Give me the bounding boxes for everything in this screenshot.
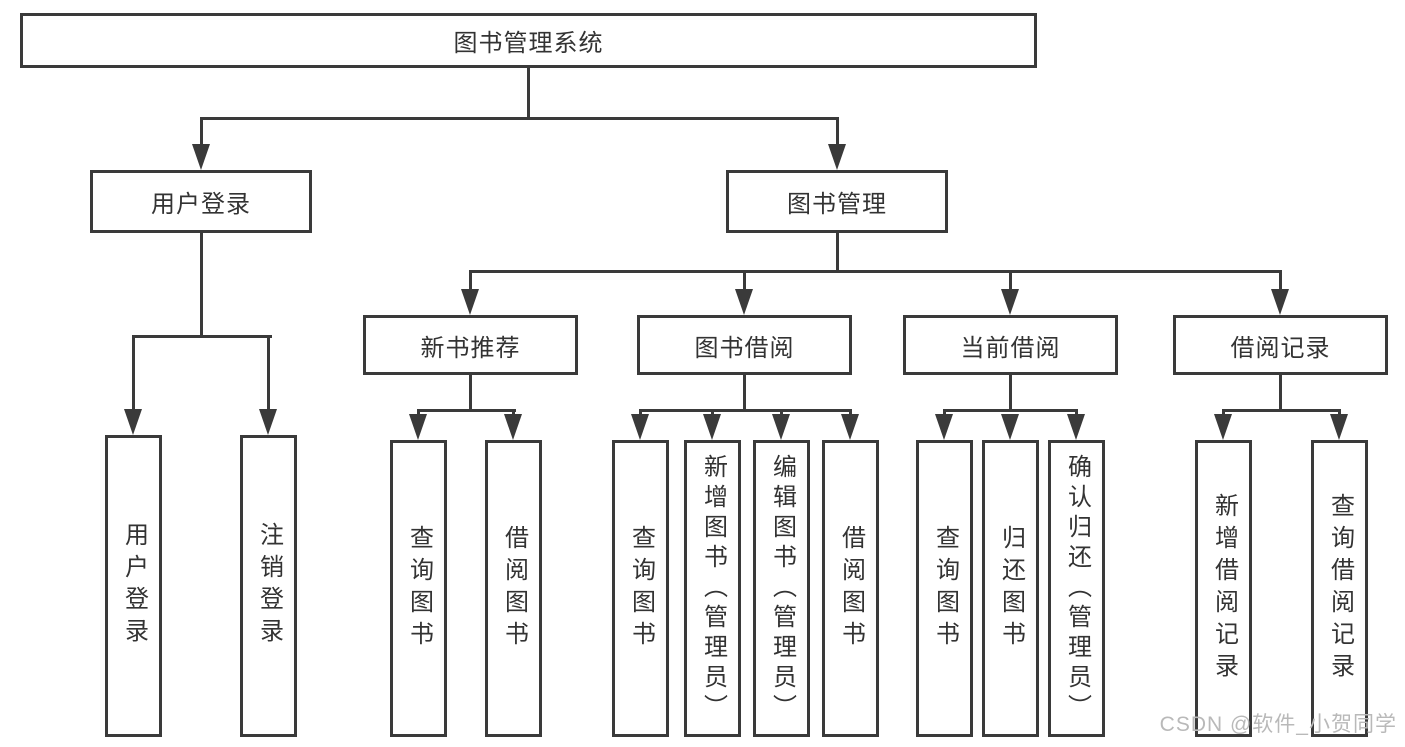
leaf-logout: 注销登录 xyxy=(240,435,297,737)
connector-line xyxy=(1075,409,1078,418)
connector-line xyxy=(743,373,746,412)
arrow-down-icon xyxy=(259,409,277,435)
leaf-bb-edit-book-admin: 编辑图书（管理员） xyxy=(753,440,810,737)
node-new-book-recommend: 新书推荐 xyxy=(363,315,578,375)
arrow-down-icon xyxy=(124,409,142,435)
arrow-down-icon xyxy=(461,289,479,315)
leaf-bb-borrow-book: 借阅图书 xyxy=(822,440,879,737)
connector-line xyxy=(267,335,270,412)
arrow-down-icon xyxy=(703,414,721,440)
connector-line xyxy=(469,270,1282,273)
connector-line xyxy=(743,270,746,292)
arrow-down-icon xyxy=(504,414,522,440)
arrow-down-icon xyxy=(935,414,953,440)
connector-line xyxy=(1222,409,1341,412)
arrow-down-icon xyxy=(1330,414,1348,440)
connector-line xyxy=(1338,409,1341,418)
leaf-br-add-borrow-record: 新增借阅记录 xyxy=(1195,440,1252,737)
connector-line xyxy=(711,409,714,418)
connector-line xyxy=(639,409,642,418)
connector-line xyxy=(639,409,852,412)
connector-line xyxy=(780,409,783,418)
connector-line xyxy=(200,117,839,120)
node-root: 图书管理系统 xyxy=(20,13,1037,68)
connector-line xyxy=(200,231,203,338)
arrow-down-icon xyxy=(772,414,790,440)
connector-line xyxy=(469,373,472,412)
leaf-nb-query-book: 查询图书 xyxy=(390,440,447,737)
connector-line xyxy=(1279,373,1282,412)
leaf-bb-query-book: 查询图书 xyxy=(612,440,669,737)
connector-line xyxy=(512,409,515,418)
connector-line xyxy=(132,335,135,412)
arrow-down-icon xyxy=(1001,414,1019,440)
leaf-br-query-borrow-record: 查询借阅记录 xyxy=(1311,440,1368,737)
connector-line xyxy=(1279,270,1282,292)
connector-line xyxy=(200,117,203,147)
csdn-watermark: CSDN @软件_小贺同学 xyxy=(1159,713,1397,736)
connector-line xyxy=(1222,409,1225,418)
arrow-down-icon xyxy=(631,414,649,440)
arrow-down-icon xyxy=(735,289,753,315)
node-borrow-record: 借阅记录 xyxy=(1173,315,1388,375)
arrow-down-icon xyxy=(192,144,210,170)
leaf-cb-confirm-return-admin: 确认归还（管理员） xyxy=(1048,440,1105,737)
arrow-down-icon xyxy=(841,414,859,440)
arrow-down-icon xyxy=(828,144,846,170)
arrow-down-icon xyxy=(409,414,427,440)
node-book-borrow: 图书借阅 xyxy=(637,315,852,375)
connector-line xyxy=(1009,270,1012,292)
node-book-management: 图书管理 xyxy=(726,170,948,233)
arrow-down-icon xyxy=(1214,414,1232,440)
arrow-down-icon xyxy=(1271,289,1289,315)
leaf-user-login: 用户登录 xyxy=(105,435,162,737)
leaf-nb-borrow-book: 借阅图书 xyxy=(485,440,542,737)
connector-line xyxy=(469,270,472,292)
connector-line xyxy=(836,117,839,147)
node-current-borrow: 当前借阅 xyxy=(903,315,1118,375)
leaf-cb-query-book: 查询图书 xyxy=(916,440,973,737)
connector-line xyxy=(836,231,839,272)
connector-line xyxy=(417,409,516,412)
connector-line xyxy=(943,409,1078,412)
arrow-down-icon xyxy=(1067,414,1085,440)
leaf-bb-add-book-admin: 新增图书（管理员） xyxy=(684,440,741,737)
connector-line xyxy=(1009,373,1012,412)
connector-line xyxy=(417,409,420,418)
connector-line xyxy=(527,66,530,120)
connector-line xyxy=(849,409,852,418)
connector-line xyxy=(943,409,946,418)
leaf-cb-return-book: 归还图书 xyxy=(982,440,1039,737)
node-user-login: 用户登录 xyxy=(90,170,312,233)
connector-line xyxy=(132,335,272,338)
arrow-down-icon xyxy=(1001,289,1019,315)
